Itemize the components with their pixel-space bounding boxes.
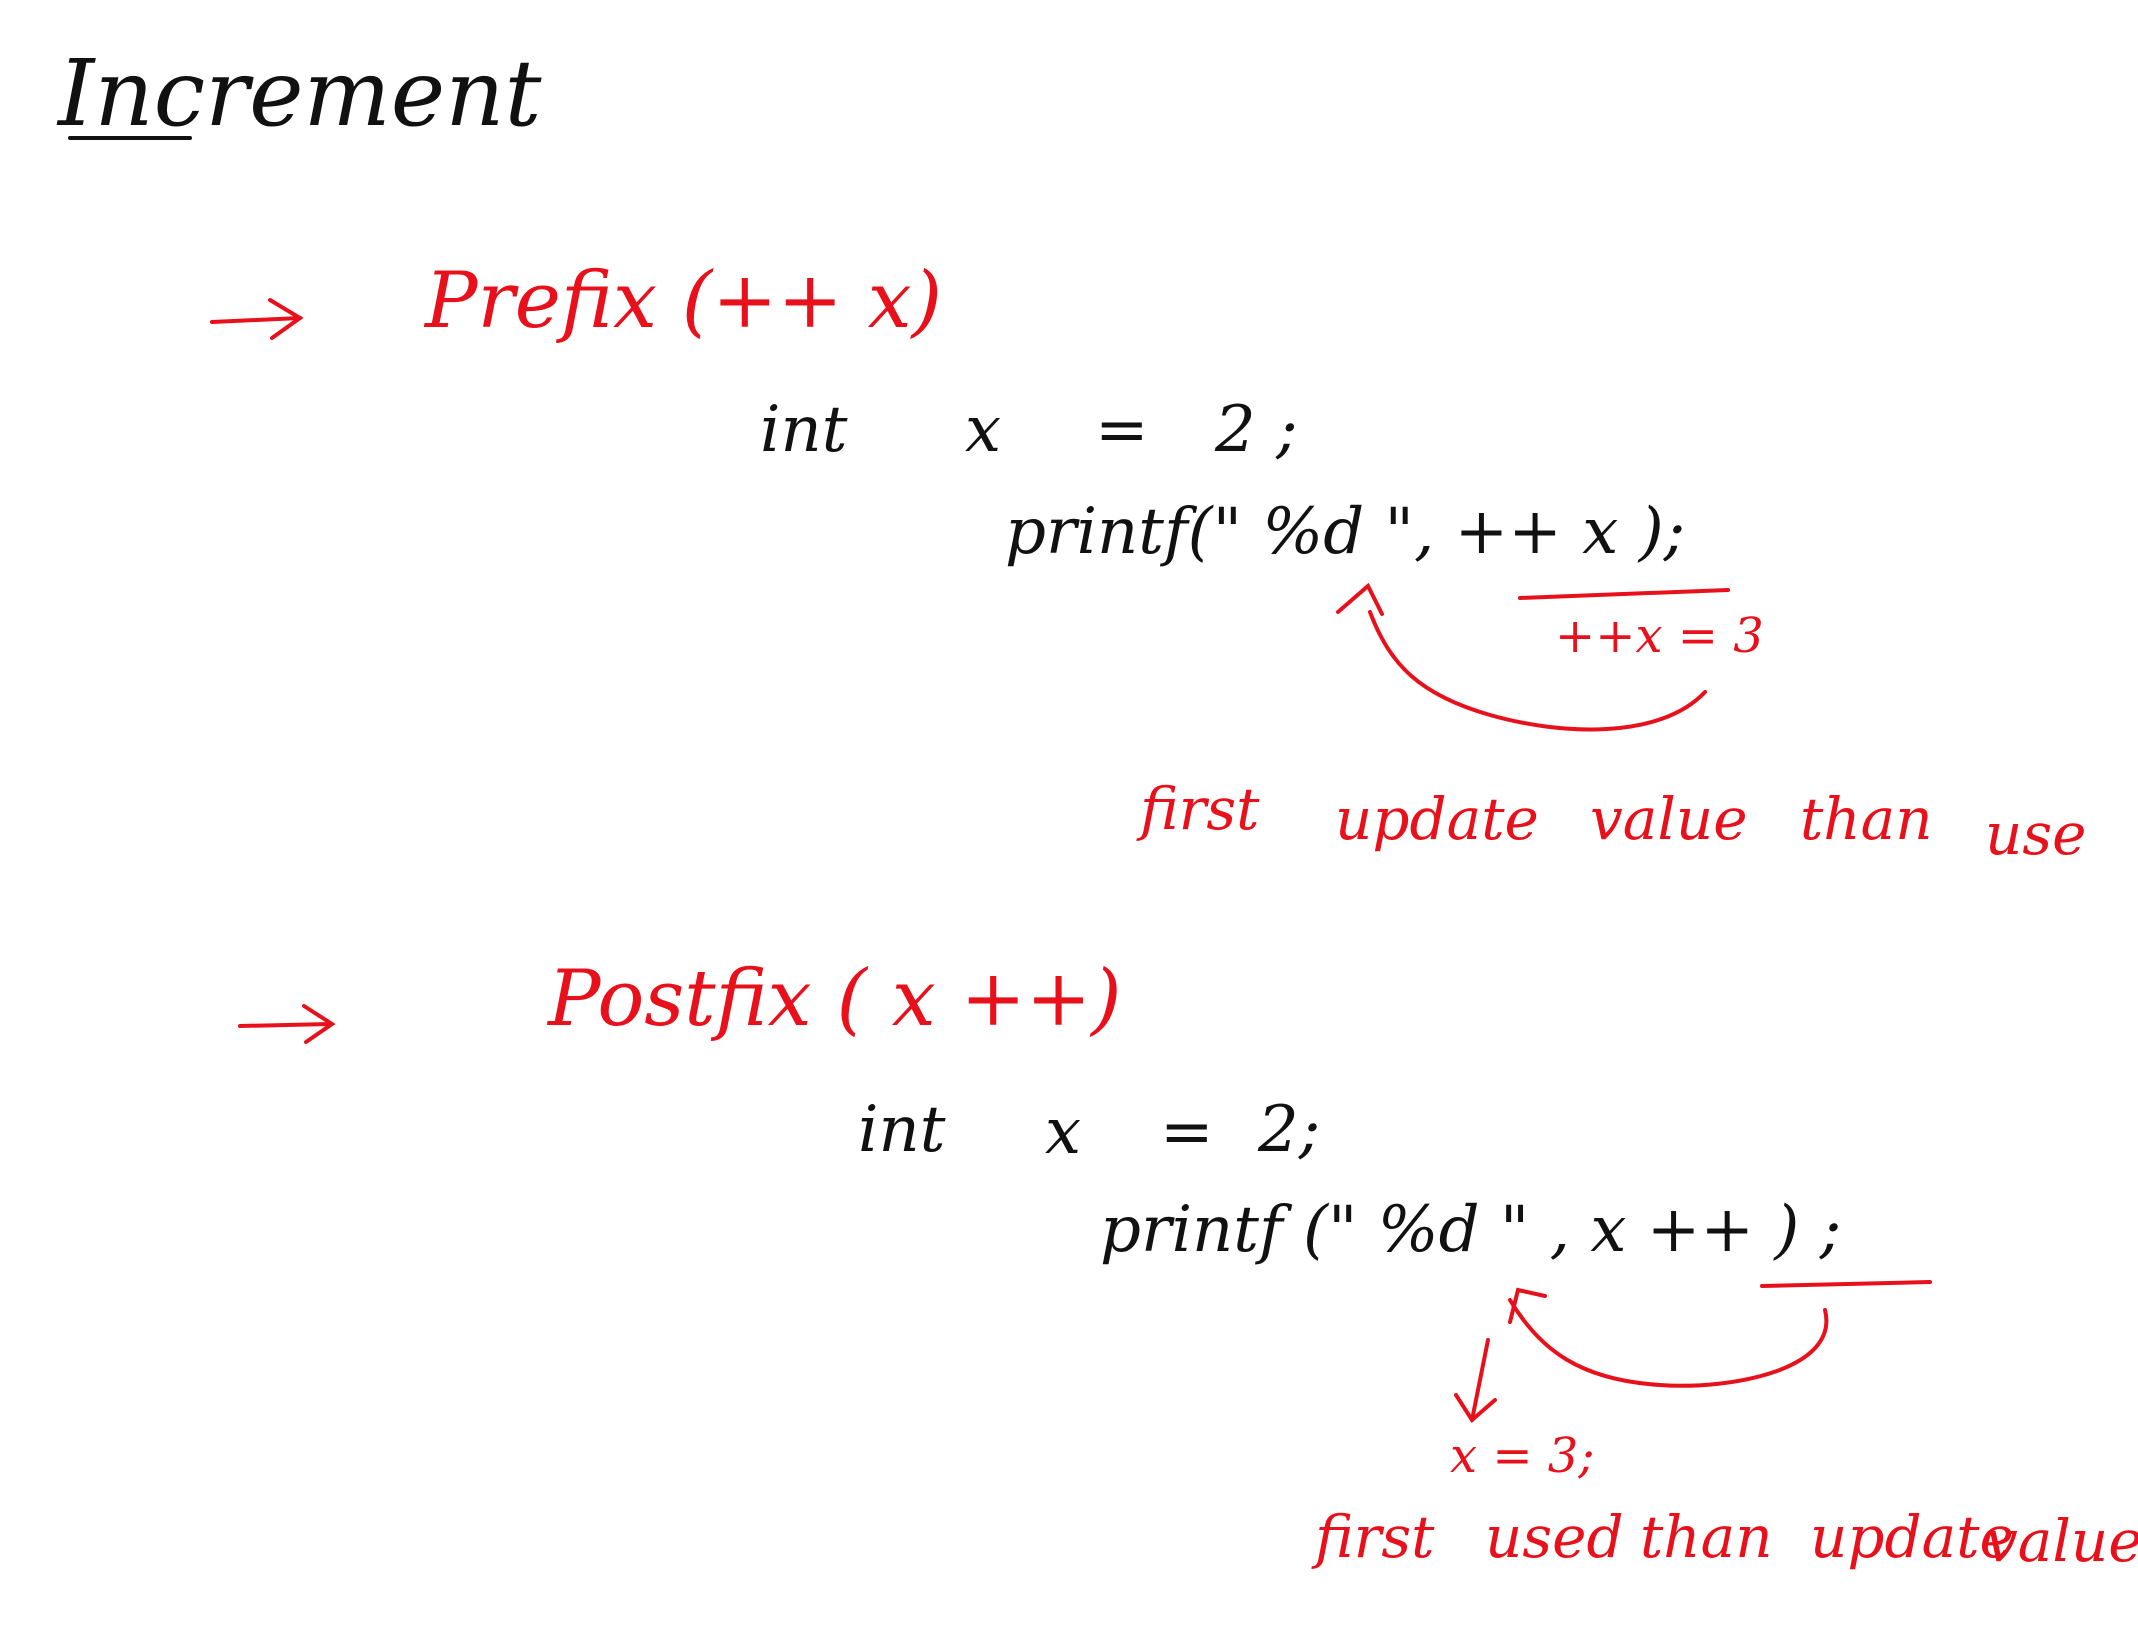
prefix-note-word: use bbox=[1985, 800, 2087, 868]
prefix-note-word: first bbox=[1140, 775, 1260, 843]
postfix-note-word: used bbox=[1485, 1503, 1624, 1571]
postfix-note-word: value bbox=[1985, 1507, 2138, 1575]
postfix-heading: Postfix ( x ++) bbox=[548, 954, 1122, 1044]
prefix-decl-keyword: int bbox=[760, 393, 848, 467]
postfix-annotation: x = 3; bbox=[1450, 1428, 1595, 1484]
prefix-bullet-arrow-icon bbox=[210, 298, 304, 340]
postfix-decl-value: 2; bbox=[1258, 1093, 1321, 1167]
prefix-printf-call: printf(" %d ", ++ x ); bbox=[1005, 495, 1686, 569]
page-title: Increment bbox=[58, 40, 542, 147]
prefix-note-word: value bbox=[1590, 785, 1748, 853]
postfix-printf-call: printf (" %d " , x ++ ) ; bbox=[1100, 1193, 1842, 1267]
prefix-note-word: update bbox=[1335, 785, 1539, 853]
postfix-decl-equals: = bbox=[1160, 1095, 1214, 1169]
postfix-decl-var: x bbox=[1045, 1095, 1082, 1169]
postfix-decl-keyword: int bbox=[858, 1093, 946, 1167]
postfix-curved-arrow-icon bbox=[1508, 1287, 1829, 1388]
postfix-note-word: update bbox=[1810, 1503, 2014, 1571]
prefix-decl-value: 2 ; bbox=[1215, 393, 1298, 467]
prefix-note-word: than bbox=[1800, 785, 1933, 853]
postfix-note-word: than bbox=[1640, 1503, 1773, 1571]
prefix-decl-equals: = bbox=[1095, 393, 1149, 467]
prefix-decl-var: x bbox=[965, 393, 1002, 467]
prefix-underline bbox=[1518, 588, 1730, 600]
postfix-note-word: first bbox=[1315, 1503, 1435, 1571]
prefix-heading: Prefix (++ x) bbox=[425, 256, 943, 346]
postfix-bullet-arrow-icon bbox=[238, 1004, 336, 1044]
postfix-down-arrow-icon bbox=[1454, 1338, 1497, 1424]
prefix-annotation: ++x = 3 bbox=[1555, 608, 1764, 664]
postfix-underline bbox=[1760, 1280, 1932, 1288]
